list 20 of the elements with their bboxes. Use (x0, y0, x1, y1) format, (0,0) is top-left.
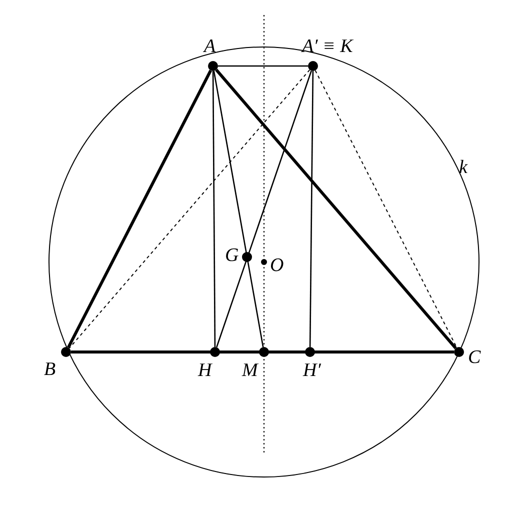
segment (215, 68, 457, 350)
point-label: B (44, 360, 56, 380)
point-label: H (198, 361, 212, 381)
segment (213, 70, 264, 348)
segment (309, 71, 314, 347)
dashed-segment (68, 69, 310, 349)
point-label: H′ (303, 361, 321, 381)
dashed-segment (314, 70, 458, 348)
point-label: M (242, 361, 258, 381)
point-label: C (468, 348, 481, 368)
segment (66, 70, 212, 348)
circle-label: k (459, 158, 468, 178)
segment (212, 71, 216, 347)
point-label: G (225, 246, 239, 266)
point-label: O (270, 256, 284, 276)
point-label: A′ ≡ K (302, 37, 353, 57)
segment (216, 70, 312, 348)
segment (71, 350, 454, 354)
point-label: A (204, 37, 216, 57)
segment (218, 65, 308, 67)
